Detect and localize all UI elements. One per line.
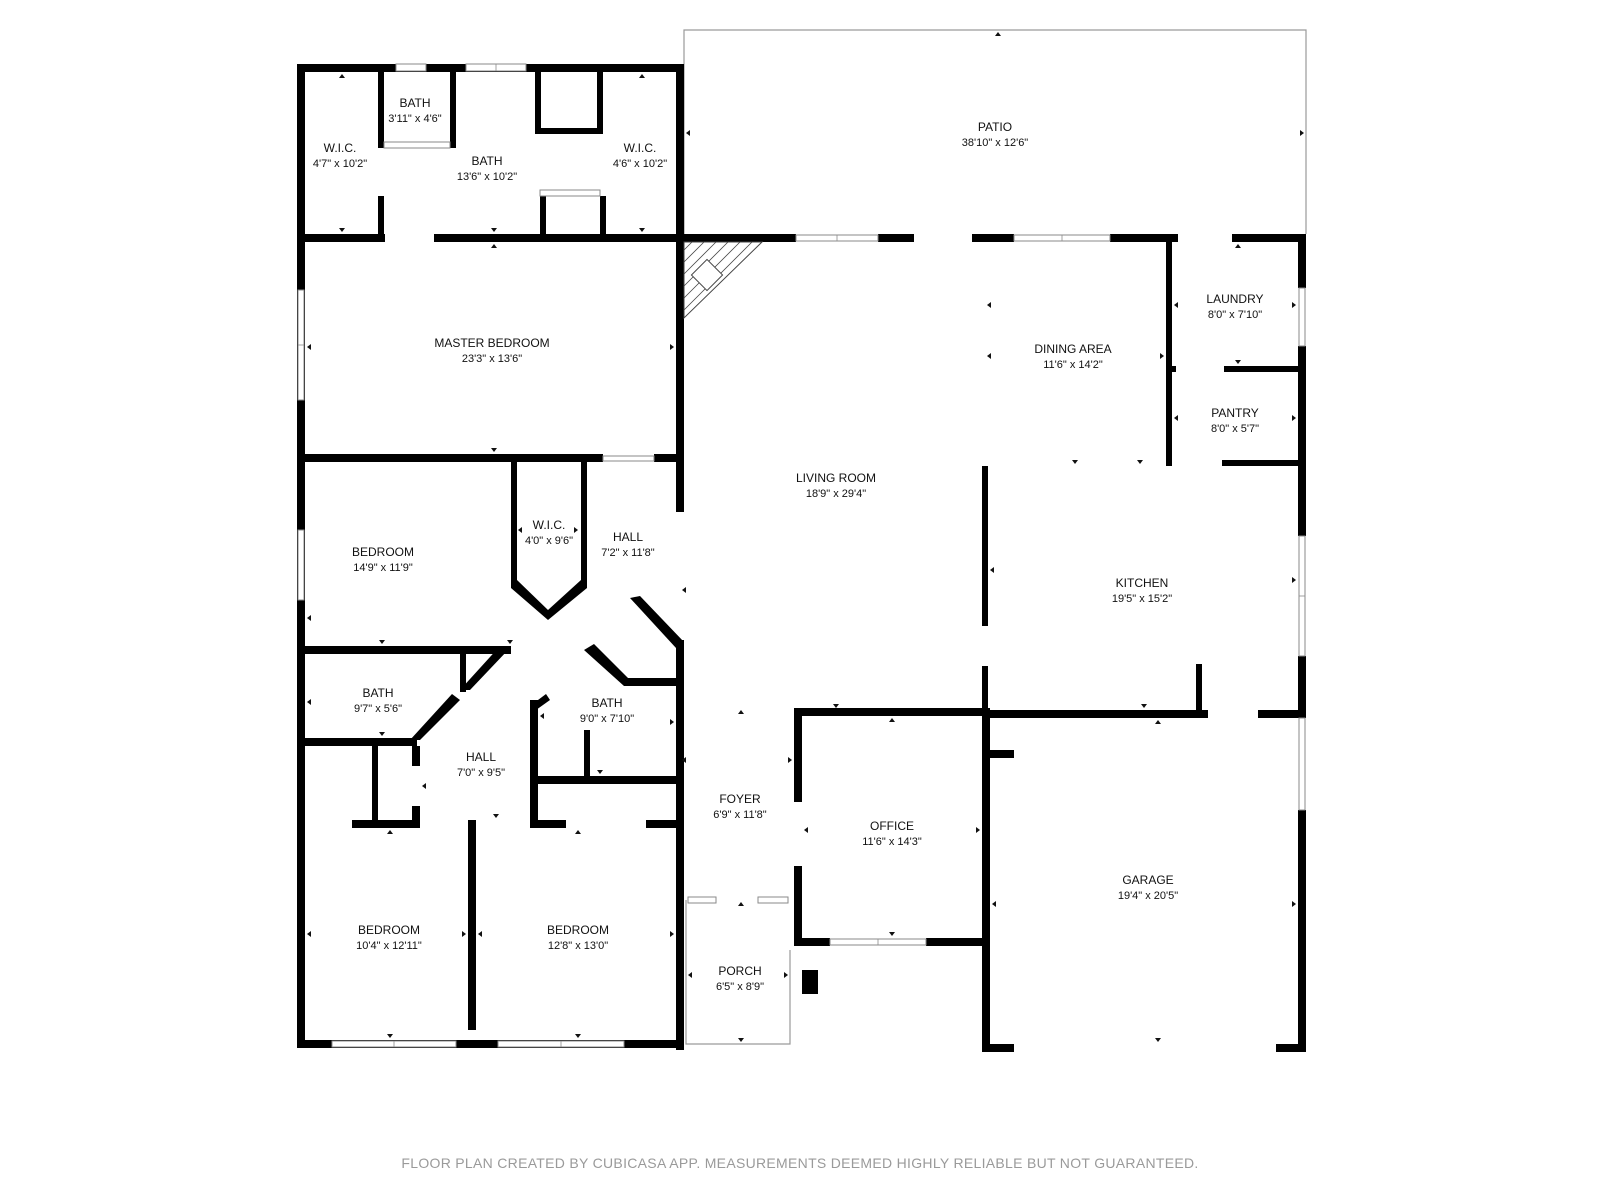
- master-bedroom-dims: 23'3" x 13'6": [462, 353, 522, 365]
- living-name: LIVING ROOM: [796, 471, 876, 485]
- garage-name: GARAGE: [1122, 873, 1173, 887]
- label-kitchen: KITCHEN 19'5" x 15'2": [1112, 576, 1172, 605]
- wic2-name: W.I.C.: [624, 141, 657, 155]
- label-wic1: W.I.C. 4'7" x 10'2": [313, 141, 367, 170]
- foyer-dims: 6'9" x 11'8": [713, 809, 766, 821]
- kitchen-dims: 19'5" x 15'2": [1112, 593, 1172, 605]
- hall2-dims: 7'0" x 9'5": [457, 767, 505, 779]
- bath-small-name: BATH: [399, 96, 430, 110]
- kitchen-name: KITCHEN: [1116, 576, 1169, 590]
- label-dining: DINING AREA 11'6" x 14'2": [1034, 342, 1111, 371]
- bath-master-dims: 13'6" x 10'2": [457, 171, 517, 183]
- label-porch: PORCH 6'5" x 8'9": [716, 964, 764, 993]
- label-bedroom1: BEDROOM 14'9" x 11'9": [352, 545, 414, 574]
- label-hall1: HALL 7'2" x 11'8": [601, 530, 654, 559]
- walls: [297, 64, 1306, 1052]
- master-bedroom-name: MASTER BEDROOM: [434, 336, 549, 350]
- office-dims: 11'6" x 14'3": [862, 836, 922, 848]
- porch-outline: [685, 900, 791, 1045]
- pantry-name: PANTRY: [1211, 406, 1259, 420]
- fireplace: [683, 241, 764, 320]
- bath3-dims: 9'0" x 7'10": [580, 713, 634, 725]
- label-patio: PATIO 38'10" x 12'6": [962, 120, 1029, 149]
- hall1-name: HALL: [613, 530, 643, 544]
- windows: [297, 63, 1306, 1048]
- bath2-name: BATH: [362, 686, 393, 700]
- label-hall2: HALL 7'0" x 9'5": [457, 750, 505, 779]
- laundry-dims: 8'0" x 7'10": [1208, 309, 1262, 321]
- bedroom1-dims: 14'9" x 11'9": [353, 562, 413, 574]
- label-wic2: W.I.C. 4'6" x 10'2": [613, 141, 667, 170]
- bedroom3-dims: 12'8" x 13'0": [548, 940, 608, 952]
- bath2-dims: 9'7" x 5'6": [354, 703, 402, 715]
- label-bedroom3: BEDROOM 12'8" x 13'0": [547, 923, 609, 952]
- hall1-dims: 7'2" x 11'8": [601, 547, 654, 559]
- dimension-ticks: [307, 32, 1304, 1042]
- label-foyer: FOYER 6'9" x 11'8": [713, 792, 766, 821]
- patio-dims: 38'10" x 12'6": [962, 137, 1029, 149]
- label-garage: GARAGE 19'4" x 20'5": [1118, 873, 1178, 902]
- label-bath3: BATH 9'0" x 7'10": [580, 696, 634, 725]
- bedroom2-name: BEDROOM: [358, 923, 420, 937]
- label-office: OFFICE 11'6" x 14'3": [862, 819, 922, 848]
- wic3-dims: 4'0" x 9'6": [525, 535, 573, 547]
- living-dims: 18'9" x 29'4": [806, 488, 866, 500]
- bath3-name: BATH: [591, 696, 622, 710]
- label-pantry: PANTRY 8'0" x 5'7": [1211, 406, 1259, 435]
- foyer-name: FOYER: [719, 792, 761, 806]
- patio-name: PATIO: [978, 120, 1012, 134]
- label-master-bedroom: MASTER BEDROOM 23'3" x 13'6": [434, 336, 549, 365]
- bedroom2-dims: 10'4" x 12'11": [356, 940, 422, 952]
- wic1-dims: 4'7" x 10'2": [313, 158, 367, 170]
- label-bedroom2: BEDROOM 10'4" x 12'11": [356, 923, 422, 952]
- hall2-name: HALL: [466, 750, 496, 764]
- porch-dims: 6'5" x 8'9": [716, 981, 764, 993]
- label-bath2: BATH 9'7" x 5'6": [354, 686, 402, 715]
- bedroom3-name: BEDROOM: [547, 923, 609, 937]
- label-wic3: W.I.C. 4'0" x 9'6": [525, 518, 573, 547]
- pantry-dims: 8'0" x 5'7": [1211, 423, 1259, 435]
- label-living: LIVING ROOM 18'9" x 29'4": [796, 471, 876, 500]
- label-laundry: LAUNDRY 8'0" x 7'10": [1206, 292, 1263, 321]
- wic3-name: W.I.C.: [533, 518, 566, 532]
- label-bath-master: BATH 13'6" x 10'2": [457, 154, 517, 183]
- porch-name: PORCH: [718, 964, 761, 978]
- laundry-name: LAUNDRY: [1206, 292, 1263, 306]
- label-bath-small: BATH 3'11" x 4'6": [388, 96, 441, 125]
- room-labels: PATIO 38'10" x 12'6" W.I.C. 4'7" x 10'2" B…: [313, 96, 1264, 993]
- footer-disclaimer: FLOOR PLAN CREATED BY CUBICASA APP. MEAS…: [401, 1155, 1198, 1171]
- bath-master-name: BATH: [471, 154, 502, 168]
- wic2-dims: 4'6" x 10'2": [613, 158, 667, 170]
- bedroom1-name: BEDROOM: [352, 545, 414, 559]
- office-name: OFFICE: [870, 819, 914, 833]
- garage-dims: 19'4" x 20'5": [1118, 890, 1178, 902]
- dining-dims: 11'6" x 14'2": [1043, 359, 1103, 371]
- wic1-name: W.I.C.: [324, 141, 357, 155]
- bath-small-dims: 3'11" x 4'6": [388, 113, 441, 125]
- dining-name: DINING AREA: [1034, 342, 1111, 356]
